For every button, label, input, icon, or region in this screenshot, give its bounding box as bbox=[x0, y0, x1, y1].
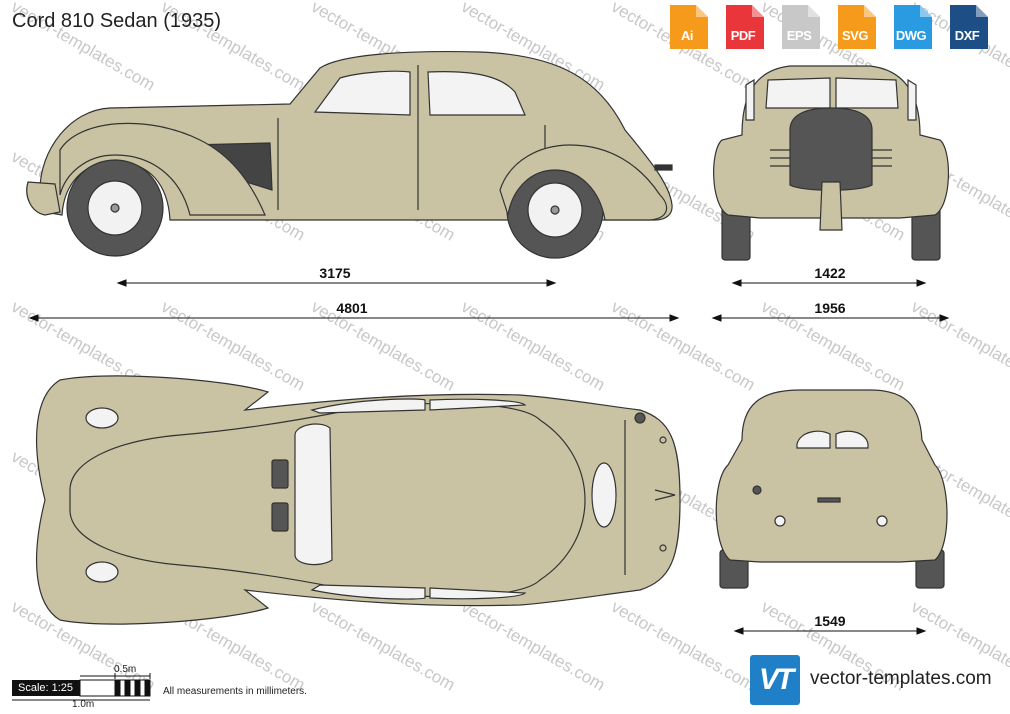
wheelbase-label: 3175 bbox=[319, 265, 350, 281]
front-track-label: 1422 bbox=[814, 265, 845, 281]
scale-full-label: 1.0m bbox=[72, 699, 95, 710]
format-badge-dxf[interactable]: DXF bbox=[946, 5, 988, 49]
dxf-file-icon bbox=[950, 5, 988, 49]
format-label-pdf: PDF bbox=[730, 28, 756, 43]
length-label: 4801 bbox=[336, 300, 367, 316]
rear-track-label: 1549 bbox=[814, 613, 845, 629]
top-view bbox=[36, 375, 681, 625]
ai-file-icon bbox=[670, 5, 708, 49]
format-label-svg: SVG bbox=[842, 28, 868, 43]
dwg-file-icon bbox=[894, 5, 932, 49]
side-view bbox=[26, 50, 673, 259]
format-label-dwg: DWG bbox=[895, 28, 927, 43]
scale-label: Scale: 1:25 bbox=[12, 680, 80, 696]
vt-logo[interactable]: VT bbox=[750, 655, 800, 705]
scale-half-label: 0.5m bbox=[114, 664, 137, 675]
format-label-dxf: DXF bbox=[954, 28, 980, 43]
scale-bar bbox=[12, 673, 151, 701]
format-label-eps: EPS bbox=[786, 28, 812, 43]
page-title: Cord 810 Sedan (1935) bbox=[12, 10, 222, 32]
watermark-text: vector-templates.com bbox=[458, 597, 608, 695]
format-label-ai: Ai bbox=[681, 28, 694, 43]
svg-file-icon bbox=[838, 5, 876, 49]
format-badge-svg[interactable]: SVG bbox=[834, 5, 876, 49]
watermark-text: vector-templates.com bbox=[908, 297, 1010, 395]
format-badge-ai[interactable]: Ai bbox=[666, 5, 708, 49]
rear-view bbox=[715, 389, 948, 589]
format-badge-pdf[interactable]: PDF bbox=[722, 5, 764, 49]
pdf-file-icon bbox=[726, 5, 764, 49]
format-badge-eps[interactable]: EPS bbox=[778, 5, 820, 49]
watermark-text: vector-templates.com bbox=[308, 597, 458, 695]
width-label: 1956 bbox=[814, 300, 845, 316]
watermark-text: vector-templates.com bbox=[608, 297, 758, 395]
measurement-note: All measurements in millimeters. bbox=[163, 686, 307, 697]
dimension-lines bbox=[28, 279, 950, 635]
front-view bbox=[713, 65, 949, 261]
watermark-text: vector-templates.com bbox=[608, 597, 758, 695]
watermark-text: vector-templates.com bbox=[458, 297, 608, 395]
site-link[interactable]: vector-templates.com bbox=[810, 668, 992, 689]
watermark-text: vector-templates.com bbox=[308, 297, 458, 395]
format-badge-dwg[interactable]: DWG bbox=[890, 5, 932, 49]
eps-file-icon bbox=[782, 5, 820, 49]
